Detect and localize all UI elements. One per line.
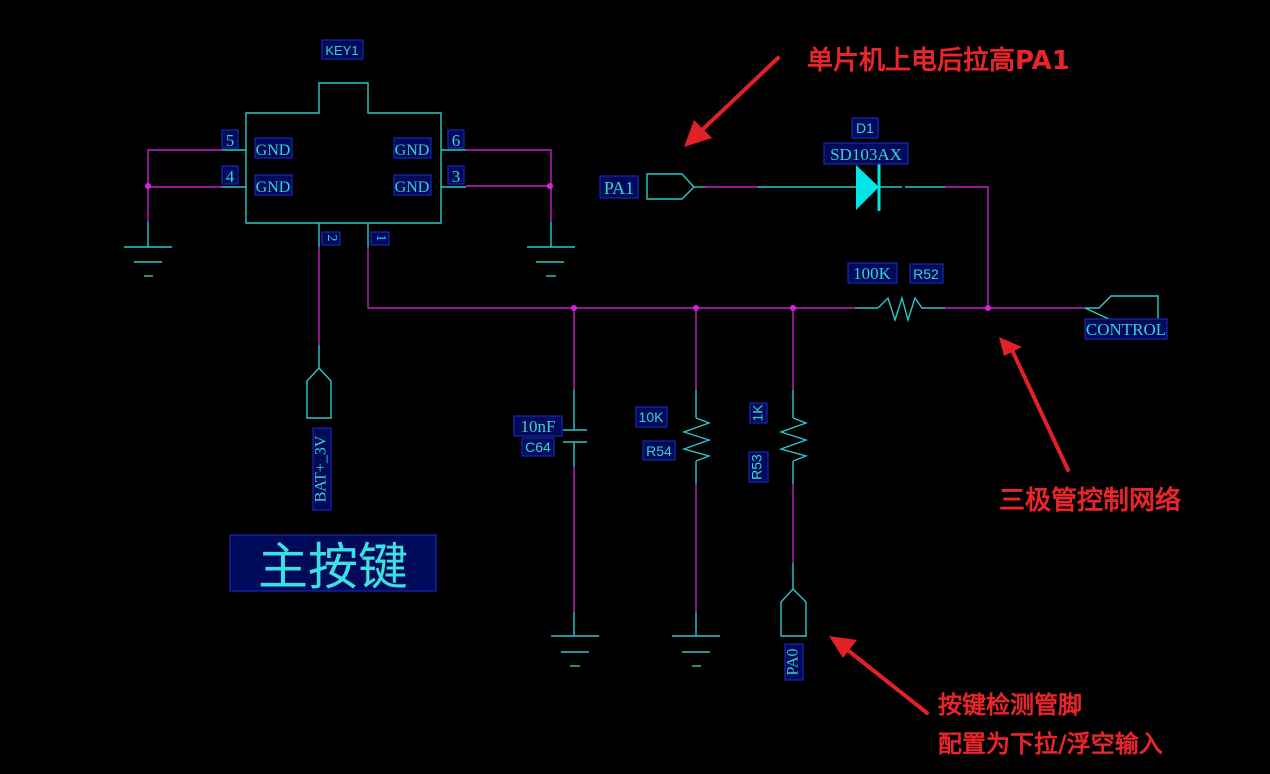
pin6-num-box [447, 129, 465, 149]
r53-ref: R53 [749, 454, 765, 480]
d1-diode[interactable] [856, 164, 881, 211]
bat-port-label: BAT+_3V [313, 435, 330, 502]
r52-value-box [847, 262, 898, 284]
ground-symbol-c64 [551, 635, 599, 667]
arrow-line [1010, 348, 1070, 472]
pa0-note-line2: 配置为下拉/浮空输入 [938, 730, 1163, 758]
c64-ref: C64 [525, 439, 551, 455]
pa1-annotation: 单片机上电后拉高PA1 [684, 45, 1070, 147]
r54-value: 10K [639, 409, 665, 425]
pa0-port-symbol[interactable] [780, 587, 807, 637]
control-label-box [1084, 318, 1168, 340]
pin2-num: 2 [324, 235, 339, 242]
pin3-name-box [393, 174, 432, 196]
r54-value-box [635, 406, 668, 428]
pa0-label-box [784, 643, 804, 681]
pin4-num-box [221, 165, 239, 185]
r53-value-box [749, 402, 768, 424]
pa0-annotation: 按键检测管脚 配置为下拉/浮空输入 [829, 636, 1163, 758]
pin5-name: GND [256, 142, 291, 159]
pin5-num: 5 [226, 131, 235, 150]
right-gnd-net[interactable] [466, 149, 553, 222]
d1-value: SD103AX [830, 145, 902, 164]
r54-resistor[interactable] [681, 308, 712, 636]
arrow-line [843, 646, 929, 715]
r52-resistor[interactable] [855, 295, 945, 323]
pin3-num-box [447, 165, 465, 185]
pin1-num: 1 [373, 235, 388, 242]
pin4-num: 4 [226, 167, 235, 186]
pin1-num-box [370, 231, 390, 246]
c64-capacitor[interactable] [563, 308, 587, 636]
pa1-note: 单片机上电后拉高PA1 [807, 45, 1070, 76]
pa0-note-line1: 按键检测管脚 [938, 691, 1082, 719]
ground-symbol-right [527, 222, 575, 277]
r53-resistor[interactable] [778, 308, 809, 589]
ground-symbol-left [124, 222, 172, 277]
pin3-name: GND [395, 179, 430, 196]
left-gnd-net[interactable] [145, 149, 222, 222]
control-port-label: CONTROL [1086, 320, 1166, 339]
wire-pin6 [466, 149, 552, 222]
pin4-name: GND [256, 179, 291, 196]
d1-ref: D1 [856, 120, 874, 136]
junction-dot [145, 183, 151, 189]
key1-ref: KEY1 [325, 43, 358, 58]
r54-ref: R54 [646, 443, 672, 459]
r52-ref: R52 [913, 266, 939, 282]
arrow-line [698, 56, 780, 134]
pin2-num-box [321, 231, 341, 246]
d1-value-box [823, 142, 909, 165]
pin6-name: GND [395, 142, 430, 159]
title-box [229, 534, 437, 592]
wire-main-net[interactable] [367, 247, 855, 309]
pa1-port-symbol[interactable] [646, 173, 695, 200]
pin6-name-box [393, 137, 432, 159]
r52-value: 100K [853, 264, 892, 283]
pin4-name-box [254, 174, 293, 196]
key1-ref-box [321, 39, 364, 60]
c64-value-box [513, 415, 563, 437]
pa1-label-box [599, 175, 639, 199]
wire-pin5 [147, 149, 222, 222]
bat-port-symbol[interactable] [306, 366, 332, 419]
transistor-note: 三极管控制网络 [999, 485, 1181, 516]
pin5-name-box [254, 137, 293, 159]
arrow-head-icon [829, 636, 857, 658]
key1-body [245, 82, 442, 224]
r53-ref-box [748, 451, 769, 483]
schematic-title: 主按键 [258, 538, 408, 596]
control-port-symbol[interactable] [1084, 295, 1159, 321]
ground-symbol-r54 [672, 635, 720, 667]
bat-label-box [312, 427, 332, 511]
pin3-num: 3 [452, 167, 461, 186]
pa0-port-label: PA0 [785, 649, 802, 676]
diode-triangle [856, 165, 879, 210]
junction-dot [547, 183, 553, 189]
arrow-head-icon [684, 120, 712, 147]
r53-value: 1K [750, 404, 766, 422]
wire-diode-control[interactable] [945, 186, 989, 308]
key1-symbol[interactable] [222, 82, 466, 247]
d1-ref-box [851, 117, 879, 139]
pin6-num: 6 [452, 131, 461, 150]
transistor-annotation: 三极管控制网络 [999, 337, 1181, 516]
pin5-num-box [221, 129, 239, 149]
c64-value: 10nF [521, 417, 556, 436]
arrow-head-icon [999, 337, 1022, 356]
r52-ref-box [909, 263, 944, 284]
c64-ref-box [521, 437, 555, 457]
pa1-port-label: PA1 [604, 178, 634, 198]
r54-ref-box [642, 440, 676, 461]
